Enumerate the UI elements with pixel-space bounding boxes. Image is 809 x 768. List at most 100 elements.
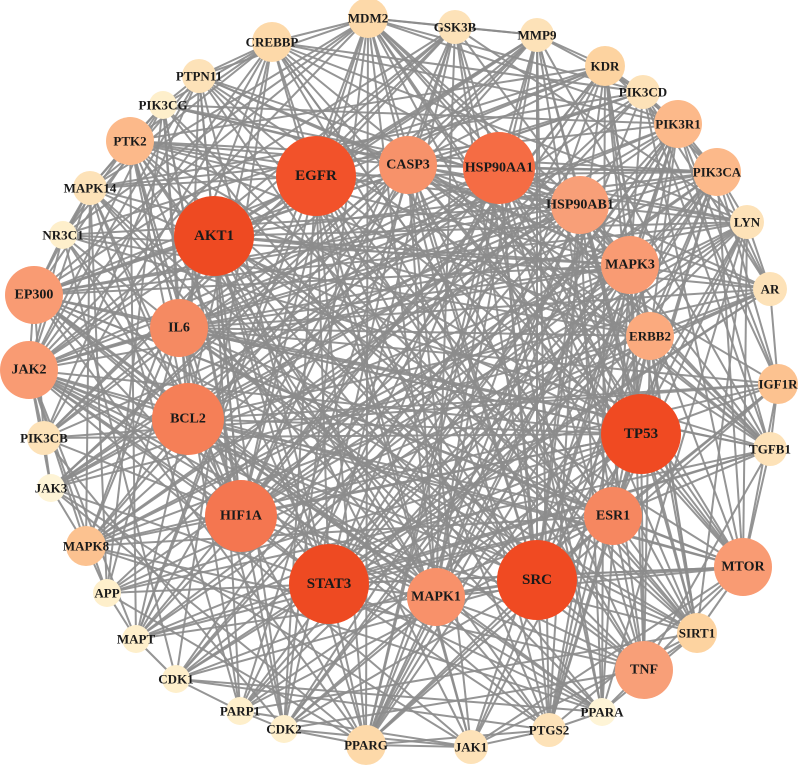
node-crebbp[interactable]: CREBBP [246,22,299,62]
node-il6[interactable]: IL6 [150,299,208,357]
node-esr1[interactable]: ESR1 [584,487,642,545]
edge-esr1-igf1r [612,383,779,517]
edge-esr1-ptgs2 [548,515,614,731]
node-label: EP300 [15,288,54,303]
node-circle [601,236,659,294]
node-mapk3[interactable]: MAPK3 [601,236,659,294]
edge-ptgs2-cdk1 [175,678,550,731]
node-label: MDM2 [348,11,388,26]
node-hsp90aa1[interactable]: HSP90AA1 [463,132,535,204]
node-tgfb1[interactable]: TGFB1 [749,432,791,466]
edge-pparg-hsp90aa1 [365,167,500,746]
node-tnf[interactable]: TNF [615,641,673,699]
node-label: TNF [630,663,658,678]
edge-pik3r1-ar [677,123,771,290]
node-pparg[interactable]: PPARG [344,725,388,765]
edge-mapk3-ep300 [33,264,631,296]
node-mmp9[interactable]: MMP9 [518,18,557,52]
node-label: GSK3B [434,20,477,35]
node-label: BCL2 [170,412,206,427]
node-erbb2[interactable]: ERBB2 [626,312,674,360]
node-gsk3b[interactable]: GSK3B [434,10,477,44]
node-ptk2[interactable]: PTK2 [106,117,154,165]
node-label: PIK3CB [20,431,68,446]
node-jak2[interactable]: JAK2 [0,341,58,399]
node-src[interactable]: SRC [497,540,577,620]
edge-casp3-pik3cg [162,104,409,166]
edge-gsk3b-lyn [454,26,748,223]
node-circle [601,394,681,474]
node-label: PPARA [580,705,624,720]
node-label: HSP90AB1 [546,198,614,213]
node-tp53[interactable]: TP53 [601,394,681,474]
edge-mapt-ptk2 [129,140,137,640]
node-circle [730,205,764,239]
node-circle [27,421,61,455]
node-ptgs2[interactable]: PTGS2 [529,713,569,747]
node-bcl2[interactable]: BCL2 [152,383,224,455]
node-hif1a[interactable]: HIF1A [205,480,277,552]
node-mapk1[interactable]: MAPK1 [407,568,465,626]
node-pik3cd[interactable]: PIK3CD [619,75,667,109]
node-jak3[interactable]: JAK3 [35,474,68,502]
node-app[interactable]: APP [93,579,121,607]
node-egfr[interactable]: EGFR [276,136,356,216]
node-circle [693,148,741,196]
node-nr3c1[interactable]: NR3C1 [42,221,84,249]
node-label: MMP9 [518,28,557,43]
node-lyn[interactable]: LYN [730,205,764,239]
node-mapk14[interactable]: MAPK14 [64,171,117,205]
edge-ppara-hsp90ab1 [579,204,603,713]
edge-pik3cb-cdk2 [43,437,285,730]
node-mdm2[interactable]: MDM2 [348,0,388,38]
node-label: HIF1A [220,509,263,524]
edge-mapk14-bcl2 [89,187,189,420]
edge-pik3cb-crebbp [43,41,273,439]
edge-il6-mmp9 [178,34,538,329]
node-ppara[interactable]: PPARA [580,698,624,726]
node-pik3cb[interactable]: PIK3CB [20,421,68,455]
node-igf1r[interactable]: IGF1R [758,364,798,404]
edge-mapk8-hsp90aa1 [85,167,500,547]
edge-pparg-mapk3 [365,264,631,746]
edge-hsp90aa1-mtor [498,167,744,568]
node-ptpn11[interactable]: PTPN11 [176,59,222,93]
node-circle [149,91,177,119]
edge-mapk1-mmp9 [435,34,538,598]
node-ep300[interactable]: EP300 [5,266,63,324]
edge-sirt1-hsp90aa1 [498,167,698,634]
node-label: NR3C1 [42,228,83,243]
edge-pparg-kdr [365,65,606,746]
node-circle [677,613,717,653]
node-circle [162,665,190,693]
node-circle [626,75,660,109]
node-mapk8[interactable]: MAPK8 [63,526,110,566]
node-label: MAPT [117,632,156,647]
edge-lyn-il6 [178,221,748,329]
edge-app-pparg [106,592,367,746]
node-mtor[interactable]: MTOR [714,538,772,596]
node-kdr[interactable]: KDR [585,46,625,86]
node-mapt[interactable]: MAPT [117,625,156,653]
edge-nr3c1-hif1a [62,234,242,517]
node-cdk1[interactable]: CDK1 [158,665,194,693]
node-ar[interactable]: AR [753,272,787,306]
edge-mapt-egfr [135,175,317,640]
node-pik3ca[interactable]: PIK3CA [693,148,742,196]
node-circle [753,272,787,306]
node-circle [150,299,208,357]
node-pik3r1[interactable]: PIK3R1 [654,100,702,148]
node-label: MAPK14 [64,181,117,196]
node-casp3[interactable]: CASP3 [379,136,437,194]
node-circle [346,725,386,765]
node-jak1[interactable]: JAK1 [454,730,488,764]
node-cdk2[interactable]: CDK2 [266,715,302,743]
node-hsp90ab1[interactable]: HSP90AB1 [546,176,614,234]
node-stat3[interactable]: STAT3 [289,544,369,624]
node-pik3cg[interactable]: PIK3CG [138,91,188,119]
node-akt1[interactable]: AKT1 [174,196,254,276]
node-sirt1[interactable]: SIRT1 [677,613,717,653]
edge-igf1r-casp3 [407,164,779,385]
node-label: PTGS2 [529,723,569,738]
node-parp1[interactable]: PARP1 [220,697,260,725]
